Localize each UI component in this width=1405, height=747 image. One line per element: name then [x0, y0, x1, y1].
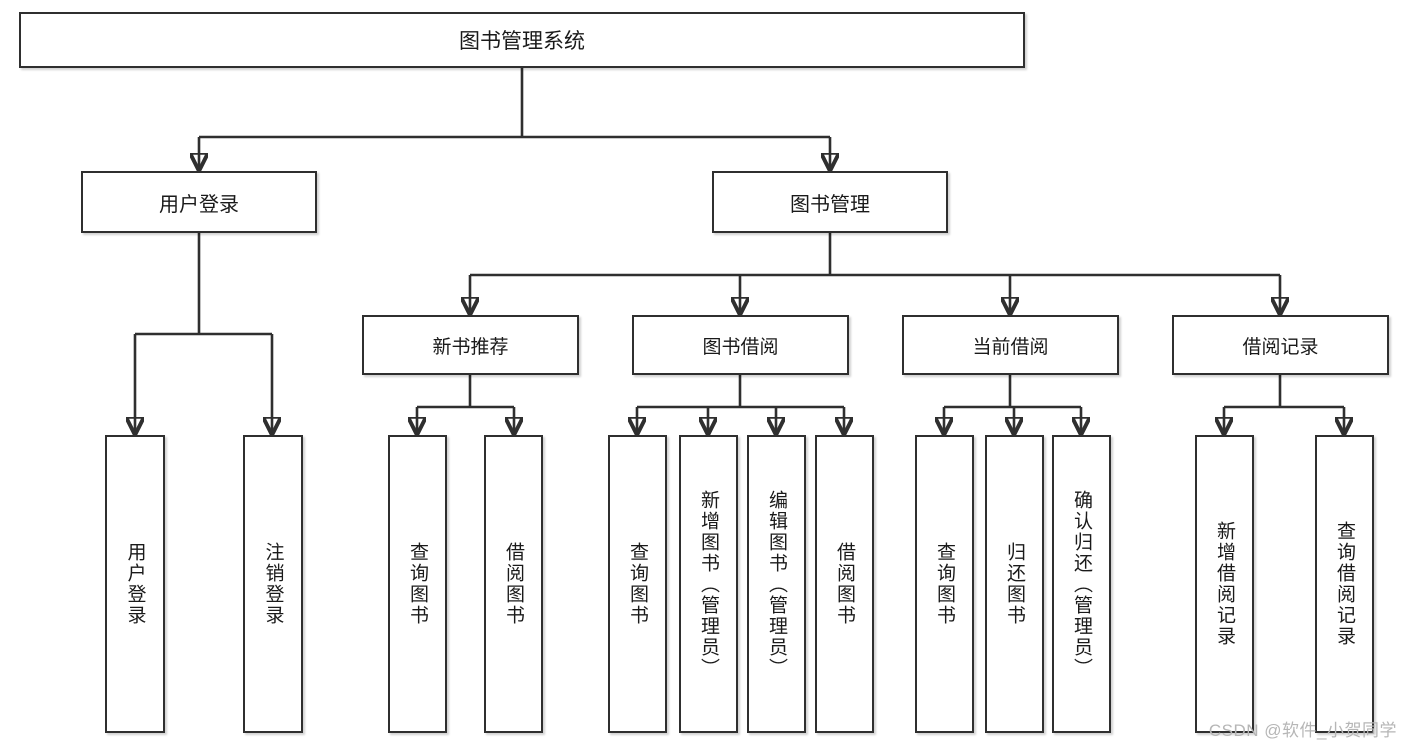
leaf-node-borrow-book-new[interactable]: 借阅图书 [484, 435, 543, 733]
node-user-login-label: 用户登录 [159, 193, 239, 216]
leaf-label: 注销登录 [262, 542, 284, 626]
leaf-label: 归还图书 [1004, 542, 1025, 626]
node-new-book-recommend-label: 新书推荐 [432, 336, 509, 358]
node-borrow-record[interactable]: 借阅记录 [1172, 315, 1389, 375]
node-book-borrow[interactable]: 图书借阅 [632, 315, 849, 375]
leaf-label: 确认归还（管理员） [1071, 489, 1092, 679]
watermark: CSDN @软件_小贺同学 [1208, 721, 1397, 740]
leaf-label: 查询图书 [407, 542, 428, 626]
leaf-node-query-book-new[interactable]: 查询图书 [388, 435, 447, 733]
leaf-node-query-book-borrow[interactable]: 查询图书 [608, 435, 667, 733]
leaf-node-add-borrow-record[interactable]: 新增借阅记录 [1195, 435, 1254, 733]
node-root-label: 图书管理系统 [459, 30, 585, 53]
leaf-node-add-book-admin[interactable]: 新增图书（管理员） [679, 435, 738, 733]
leaf-label: 借阅图书 [834, 542, 855, 626]
node-book-management-label: 图书管理 [790, 193, 870, 216]
leaf-node-user-login[interactable]: 用户登录 [105, 435, 165, 733]
leaf-label: 用户登录 [124, 542, 146, 626]
node-current-borrow[interactable]: 当前借阅 [902, 315, 1119, 375]
leaf-node-borrow-book[interactable]: 借阅图书 [815, 435, 874, 733]
leaf-label: 借阅图书 [503, 542, 524, 626]
leaf-label: 查询图书 [934, 542, 955, 626]
node-current-borrow-label: 当前借阅 [972, 336, 1049, 358]
leaf-node-confirm-return-admin[interactable]: 确认归还（管理员） [1052, 435, 1111, 733]
leaf-node-edit-book-admin[interactable]: 编辑图书（管理员） [747, 435, 806, 733]
leaf-label: 新增图书（管理员） [698, 489, 719, 679]
leaf-label: 查询图书 [627, 542, 648, 626]
leaf-label: 编辑图书（管理员） [766, 489, 787, 679]
leaf-node-logout[interactable]: 注销登录 [243, 435, 303, 733]
node-book-management[interactable]: 图书管理 [712, 171, 948, 233]
leaf-node-query-book-current[interactable]: 查询图书 [915, 435, 974, 733]
node-user-login[interactable]: 用户登录 [81, 171, 317, 233]
node-borrow-record-label: 借阅记录 [1242, 336, 1319, 358]
leaf-label: 查询借阅记录 [1334, 521, 1355, 647]
leaf-node-query-borrow-record[interactable]: 查询借阅记录 [1315, 435, 1374, 733]
leaf-label: 新增借阅记录 [1214, 521, 1235, 647]
node-book-borrow-label: 图书借阅 [702, 336, 779, 358]
leaf-node-return-book[interactable]: 归还图书 [985, 435, 1044, 733]
node-root[interactable]: 图书管理系统 [19, 12, 1025, 68]
node-new-book-recommend[interactable]: 新书推荐 [362, 315, 579, 375]
